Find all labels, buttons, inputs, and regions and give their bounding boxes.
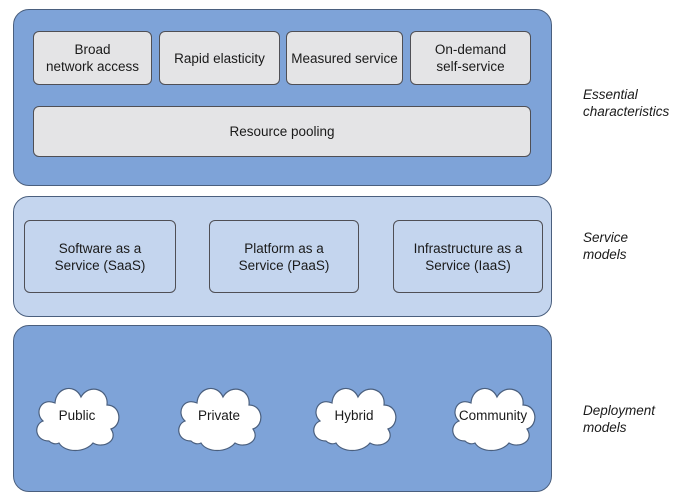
cloud-icon	[452, 387, 536, 452]
public-label: Public	[58, 407, 96, 423]
private-label: Private	[197, 407, 241, 423]
on-demand-self-service-box: On-demand self-service	[410, 31, 531, 85]
private-cloud: Private	[171, 375, 267, 455]
deployment-models-label: Deployment models	[583, 403, 656, 435]
essential-characteristics-label: Essential characteristics	[583, 87, 670, 119]
cloud-icon	[178, 387, 262, 452]
hybrid-label: Hybrid	[334, 407, 374, 423]
paas-box: Platform as a Service (PaaS)	[209, 220, 359, 293]
hybrid-cloud: Hybrid	[306, 375, 402, 455]
service-models-label: Service models	[583, 230, 629, 262]
community-label: Community	[458, 407, 528, 423]
iaas-box: Infrastructure as a Service (IaaS)	[393, 220, 543, 293]
rapid-elasticity-box: Rapid elasticity	[159, 31, 280, 85]
cloud-icon	[36, 387, 120, 452]
broad-network-access-box: Broad network access	[33, 31, 152, 85]
public-cloud: Public	[29, 375, 125, 455]
resource-pooling-box: Resource pooling	[33, 106, 531, 157]
cloud-icon	[313, 387, 397, 452]
community-cloud: Community	[445, 375, 541, 455]
saas-box: Software as a Service (SaaS)	[24, 220, 176, 293]
measured-service-box: Measured service	[286, 31, 403, 85]
